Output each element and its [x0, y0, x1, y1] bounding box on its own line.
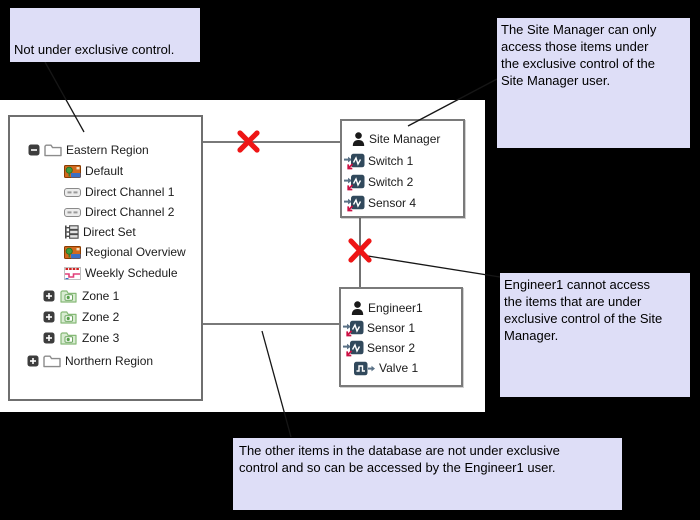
folder-icon: [44, 144, 62, 157]
user-name: Engineer1: [368, 301, 423, 315]
callout-text: the items that are under: [504, 294, 642, 309]
callout-not-exclusive: Not under exclusive control.: [10, 8, 200, 62]
callout-text: Manager.: [504, 328, 559, 343]
tree-item-zone-1[interactable]: Zone 1: [43, 286, 119, 306]
tree-item-label: Default: [85, 164, 124, 178]
item-label: Switch 1: [368, 154, 414, 168]
callout-text: control and so can be accessed by the En…: [239, 460, 556, 475]
tree-item-weekly-schedule[interactable]: Weekly Schedule: [64, 263, 178, 283]
callout-text: Site Manager user.: [501, 73, 611, 88]
output-point-icon: [354, 361, 375, 375]
user-icon: [352, 132, 365, 146]
callout-text: exclusive control of the Site: [504, 311, 663, 326]
callout-engineer-no-access: Engineer1 cannot access the items that a…: [500, 273, 690, 397]
tree-item-label: Regional Overview: [85, 245, 186, 259]
io-point-icon: [343, 320, 364, 336]
tree-item-zone-3[interactable]: Zone 3: [43, 328, 119, 348]
callout-text: The other items in the database are not …: [239, 443, 560, 458]
engineer1-box: Engineer1 Sensor 1 Sensor 2: [339, 287, 463, 387]
collapse-minus-icon[interactable]: [28, 144, 40, 156]
callout-text: the exclusive control of the: [501, 56, 655, 71]
exclusive-item-sensor-4[interactable]: Sensor 4: [344, 193, 416, 213]
user-site-manager: Site Manager: [352, 129, 440, 149]
site-manager-box: Site Manager Switch 1 Switch 2: [340, 119, 465, 218]
item-label: Sensor 4: [368, 196, 417, 210]
tree-item-label: Weekly Schedule: [85, 266, 178, 280]
user-icon: [351, 301, 364, 315]
tree-item-direct-channel-2[interactable]: Direct Channel 2: [64, 202, 174, 222]
tree-item-label: Direct Channel 1: [85, 185, 175, 199]
channel-icon: [64, 207, 81, 217]
user-name: Site Manager: [369, 132, 441, 146]
io-point-icon: [344, 153, 365, 169]
tree-item-direct-channel-1[interactable]: Direct Channel 1: [64, 182, 174, 202]
io-point-icon: [344, 174, 365, 190]
callout-text: Not under exclusive control.: [14, 42, 175, 57]
tree-item-zone-2[interactable]: Zone 2: [43, 307, 119, 327]
database-tree-panel: Eastern Region Default Direct Channel 1: [8, 115, 203, 401]
item-label: Sensor 1: [367, 321, 416, 335]
io-point-icon: [344, 195, 365, 211]
tree-item-northern-region[interactable]: Northern Region: [27, 351, 153, 371]
tree-item-label: Zone 1: [82, 289, 120, 303]
mimic-icon: [64, 164, 81, 178]
channel-icon: [64, 187, 81, 197]
tree-item-label: Zone 2: [82, 310, 120, 324]
tree-item-label: Zone 3: [82, 331, 120, 345]
expand-plus-icon[interactable]: [27, 355, 39, 367]
user-engineer1: Engineer1: [351, 298, 423, 318]
io-point-icon: [343, 340, 364, 356]
expand-plus-icon[interactable]: [43, 290, 55, 302]
tree-item-direct-set[interactable]: Direct Set: [64, 222, 136, 242]
callout-site-manager-access: The Site Manager can only access those i…: [497, 18, 690, 148]
zone-folder-icon: [60, 290, 77, 303]
set-icon: [65, 225, 79, 239]
callout-text: access those items under: [501, 39, 649, 54]
zone-folder-icon: [60, 332, 77, 345]
accessible-item-sensor-2[interactable]: Sensor 2: [343, 338, 415, 358]
tree-item-label: Northern Region: [65, 354, 154, 368]
item-label: Valve 1: [379, 361, 419, 375]
callout-text: Engineer1 cannot access: [504, 277, 650, 292]
tree-item-regional-overview[interactable]: Regional Overview: [64, 242, 186, 262]
item-label: Switch 2: [368, 175, 414, 189]
tree-item-label: Direct Channel 2: [85, 205, 175, 219]
accessible-item-valve-1[interactable]: Valve 1: [354, 358, 418, 378]
zone-folder-icon: [60, 311, 77, 324]
accessible-item-sensor-1[interactable]: Sensor 1: [343, 318, 415, 338]
tree-item-eastern-region[interactable]: Eastern Region: [28, 140, 149, 160]
exclusive-item-switch-1[interactable]: Switch 1: [344, 151, 413, 171]
item-label: Sensor 2: [367, 341, 416, 355]
schedule-icon: [64, 266, 81, 280]
expand-plus-icon[interactable]: [43, 311, 55, 323]
exclusive-item-switch-2[interactable]: Switch 2: [344, 172, 413, 192]
callout-other-items: The other items in the database are not …: [233, 438, 622, 510]
tree-item-default[interactable]: Default: [64, 161, 123, 181]
callout-text: The Site Manager can only: [501, 22, 657, 37]
mimic-icon: [64, 245, 81, 259]
folder-icon: [43, 355, 61, 368]
expand-plus-icon[interactable]: [43, 332, 55, 344]
tree-item-label: Eastern Region: [66, 143, 149, 157]
tree-item-label: Direct Set: [83, 225, 136, 239]
